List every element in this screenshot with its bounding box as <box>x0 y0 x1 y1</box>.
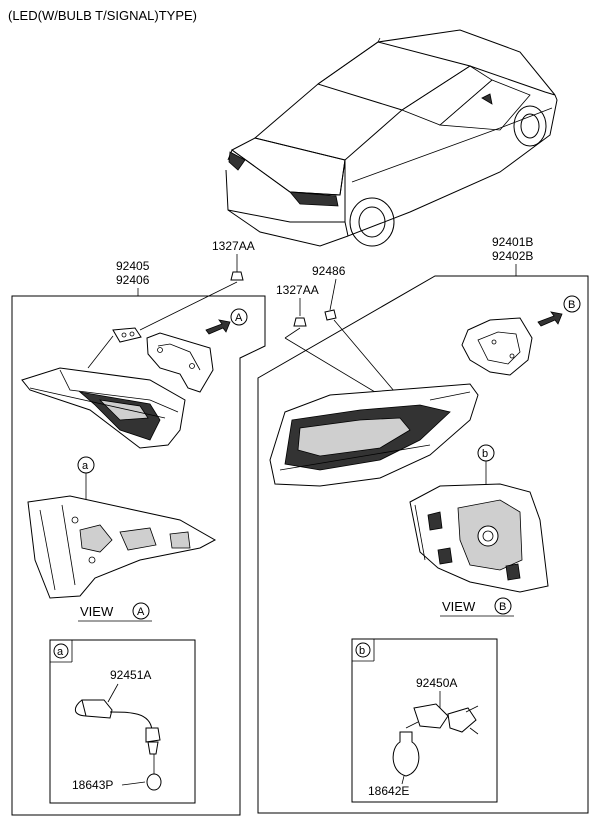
marker-b-top: B <box>568 299 575 311</box>
nut-1327aa-mid <box>293 317 307 327</box>
part-label-18642e: 18642E <box>368 784 409 798</box>
part-label-92402b: 92402B <box>492 249 533 263</box>
callout-b-letter: b <box>482 448 488 460</box>
gasket-plate <box>112 327 142 343</box>
part-label-92405: 92405 <box>116 259 150 273</box>
detail-b-letter: b <box>359 645 365 657</box>
view-a-arrow-icon <box>205 319 231 335</box>
outer-lamp-gasket <box>461 317 533 376</box>
part-label-1327aa-mid: 1327AA <box>276 283 319 297</box>
bulb-18642e <box>392 731 420 777</box>
outer-lamp-frame <box>257 275 589 814</box>
inner-lamp-assembly: 92405 92406 1327AA A a <box>11 239 266 816</box>
view-b-word: VIEW <box>442 599 476 614</box>
socket-92451a <box>81 699 113 719</box>
detail-box-a <box>49 639 196 804</box>
part-label-18643p: 18643P <box>72 778 113 792</box>
detail-a-letter: a <box>57 646 64 658</box>
diagram-title: (LED(W/BULB T/SIGNAL)TYPE) <box>8 8 197 23</box>
marker-a-top: A <box>235 312 243 324</box>
inner-lamp-housing-back <box>27 495 217 599</box>
outer-lamp-assembly: 92401B 92402B B b VIEW B <box>257 235 589 814</box>
view-b-arrow-icon <box>537 311 563 327</box>
detail-box-b <box>351 638 498 803</box>
screw-92486 <box>324 309 337 321</box>
lamp-gasket <box>146 332 214 393</box>
socket-92450a <box>413 703 449 729</box>
inner-lamp-frame <box>11 295 266 816</box>
part-label-1327aa-top: 1327AA <box>212 239 255 253</box>
part-label-92451a: 92451A <box>110 668 151 682</box>
view-a-marker: A <box>137 606 145 618</box>
view-b-marker: B <box>499 601 506 613</box>
view-a-word: VIEW <box>80 604 114 619</box>
part-label-92450a: 92450A <box>416 676 457 690</box>
nut-1327aa-top <box>230 271 244 281</box>
callout-a-letter: a <box>82 460 89 472</box>
bulb-18643p <box>146 773 162 791</box>
part-label-92401b: 92401B <box>492 235 533 249</box>
part-label-92406: 92406 <box>116 273 150 287</box>
mounting-hardware: 92486 1327AA <box>276 264 401 399</box>
car-illustration <box>225 29 558 247</box>
part-label-92486: 92486 <box>312 264 346 278</box>
